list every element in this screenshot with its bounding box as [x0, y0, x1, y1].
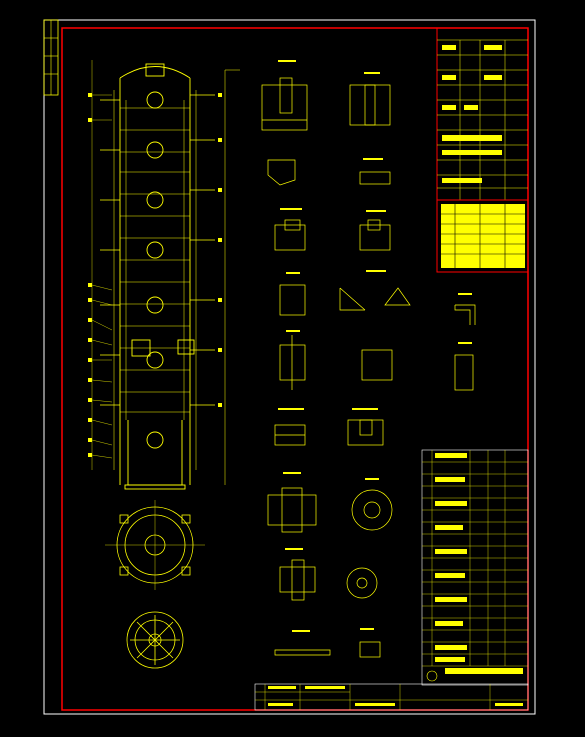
- tower-leader-lines: [91, 94, 113, 459]
- binding-strip-lines: [44, 20, 58, 95]
- tower-vessel-drawing: [91, 60, 240, 490]
- title-strip: [254, 683, 529, 711]
- section-markers: [278, 60, 472, 632]
- nozzle-table: [436, 199, 529, 273]
- seal-stamp: [426, 670, 438, 682]
- outer-frame: [43, 19, 536, 715]
- parts-list-table: [421, 449, 529, 686]
- tower-nozzle-markers: [88, 93, 222, 457]
- tower-trays: [120, 107, 190, 413]
- plan-view-top: [105, 500, 205, 590]
- design-data-table: [436, 27, 529, 201]
- plan-view-bottom: [126, 611, 184, 669]
- flange-detail: [267, 487, 393, 658]
- section-detail: [261, 77, 476, 446]
